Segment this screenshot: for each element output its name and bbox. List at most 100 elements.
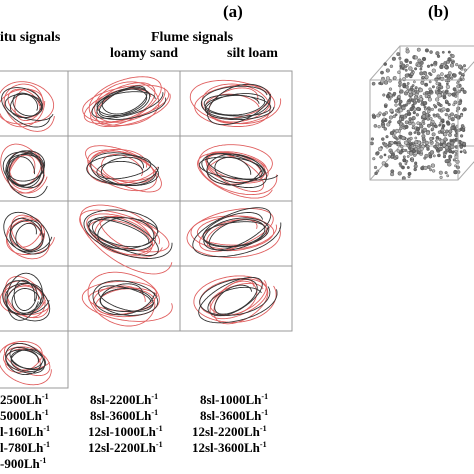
particle — [391, 155, 394, 159]
signal-cell — [0, 330, 69, 389]
particle — [415, 113, 420, 117]
particle — [370, 141, 374, 146]
particle — [377, 125, 381, 129]
black-trace — [4, 92, 54, 121]
particle — [444, 99, 448, 103]
particle — [416, 106, 421, 111]
particle — [396, 149, 400, 153]
particle — [388, 115, 393, 120]
particle — [408, 60, 413, 65]
particle — [371, 81, 376, 86]
particle — [406, 155, 410, 158]
particle — [454, 133, 459, 138]
particle — [380, 70, 384, 75]
particle — [383, 80, 389, 85]
particle — [454, 90, 458, 94]
particle — [410, 157, 414, 161]
particle — [447, 92, 452, 97]
particle — [438, 170, 443, 175]
cube-edge — [457, 61, 474, 81]
black-trace — [86, 154, 157, 187]
particle — [438, 103, 442, 107]
cube-front-face — [369, 79, 459, 181]
particle — [419, 64, 423, 68]
particle — [410, 144, 415, 148]
particle — [392, 134, 396, 138]
particle — [459, 78, 463, 82]
particle — [380, 79, 384, 84]
signal-grid — [0, 70, 293, 389]
particle — [427, 123, 431, 128]
particle — [459, 114, 464, 118]
particle — [445, 129, 449, 134]
particle — [386, 122, 391, 127]
red-trace — [193, 275, 277, 325]
particle — [452, 103, 456, 107]
particle — [411, 98, 415, 102]
particle — [387, 155, 391, 159]
particle — [458, 71, 462, 75]
particle-cube — [369, 45, 474, 181]
particle — [412, 71, 415, 74]
black-trace — [198, 153, 279, 181]
particle — [371, 114, 377, 119]
loamy-sand-label: 8sl-2200Lh-1 — [90, 392, 159, 407]
particle — [397, 95, 401, 99]
particle — [415, 90, 420, 94]
panel-b-label: (b) — [428, 2, 449, 21]
particle — [446, 78, 451, 83]
red-trace — [79, 204, 173, 275]
loamy-sand-label: 8sl-3600Lh-1 — [90, 408, 159, 423]
particle — [393, 140, 398, 145]
particle — [376, 151, 380, 155]
insitu-label: l-160Lh-1 — [0, 424, 51, 439]
particle — [414, 146, 419, 151]
particle — [383, 142, 388, 147]
signal-traces — [0, 76, 282, 386]
particle — [435, 97, 440, 102]
particle — [447, 116, 451, 120]
particle — [419, 146, 424, 151]
particle — [429, 150, 435, 155]
particle — [394, 103, 398, 107]
particle — [398, 80, 402, 85]
black-trace — [90, 152, 160, 187]
black-trace — [97, 285, 155, 313]
black-trace — [192, 207, 282, 258]
particle — [441, 50, 445, 54]
particle — [427, 95, 430, 98]
loamy-sand-label: 12sl-1000Lh-1 — [88, 424, 163, 439]
cube-edge — [457, 161, 474, 181]
red-trace — [87, 148, 158, 192]
black-trace — [96, 88, 167, 120]
particle — [415, 144, 418, 148]
black-trace — [200, 83, 272, 126]
particle — [373, 124, 378, 128]
particle — [454, 94, 458, 98]
particle — [430, 63, 434, 67]
particle — [451, 60, 455, 64]
particle — [423, 107, 428, 111]
particle — [421, 134, 426, 139]
particle — [392, 76, 397, 80]
silt-loam-label: 12sl-3600Lh-1 — [192, 440, 267, 455]
particle — [414, 140, 419, 145]
particle — [392, 129, 396, 133]
particle — [415, 126, 421, 132]
black-trace — [203, 93, 275, 121]
particle — [435, 141, 440, 146]
particle — [434, 124, 438, 129]
particle — [444, 150, 448, 154]
particle — [398, 84, 402, 88]
particle — [455, 62, 459, 67]
insitu-signals-header: itu signals — [0, 30, 61, 45]
particle — [429, 168, 433, 172]
signal-cell — [179, 200, 293, 267]
particle — [422, 122, 426, 125]
particle — [388, 87, 393, 91]
particle — [408, 66, 413, 71]
particle — [411, 116, 416, 121]
particle — [431, 68, 436, 73]
particle — [425, 130, 431, 136]
particle — [404, 120, 409, 125]
